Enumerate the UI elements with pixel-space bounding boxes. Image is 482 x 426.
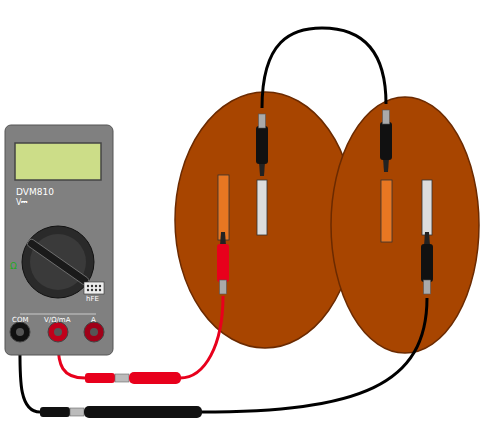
black-plug <box>40 406 202 418</box>
meter-label: COM <box>12 317 28 324</box>
meter-label: A <box>91 317 96 324</box>
meter-label: V/Ω/mA <box>44 317 70 324</box>
meter-label: V⎓ <box>16 199 27 207</box>
multimeter <box>5 125 113 355</box>
potato <box>175 92 355 348</box>
copper-strip <box>381 180 392 242</box>
alligator-clip <box>256 114 268 176</box>
red-lead <box>180 296 223 378</box>
jumper-wire <box>262 28 386 108</box>
meter-label: Ω <box>10 262 17 271</box>
alligator-clip <box>421 232 433 294</box>
alligator-clip <box>217 232 229 294</box>
meter-label: hFE <box>86 296 99 303</box>
copper-strip <box>218 175 229 240</box>
red-plug <box>85 372 181 384</box>
black-lead <box>200 298 427 412</box>
zinc-strip <box>422 180 432 235</box>
zinc-strip <box>257 180 267 235</box>
potato <box>331 97 479 353</box>
alligator-clip <box>380 110 392 172</box>
meter-label: DVM810 <box>16 188 54 197</box>
